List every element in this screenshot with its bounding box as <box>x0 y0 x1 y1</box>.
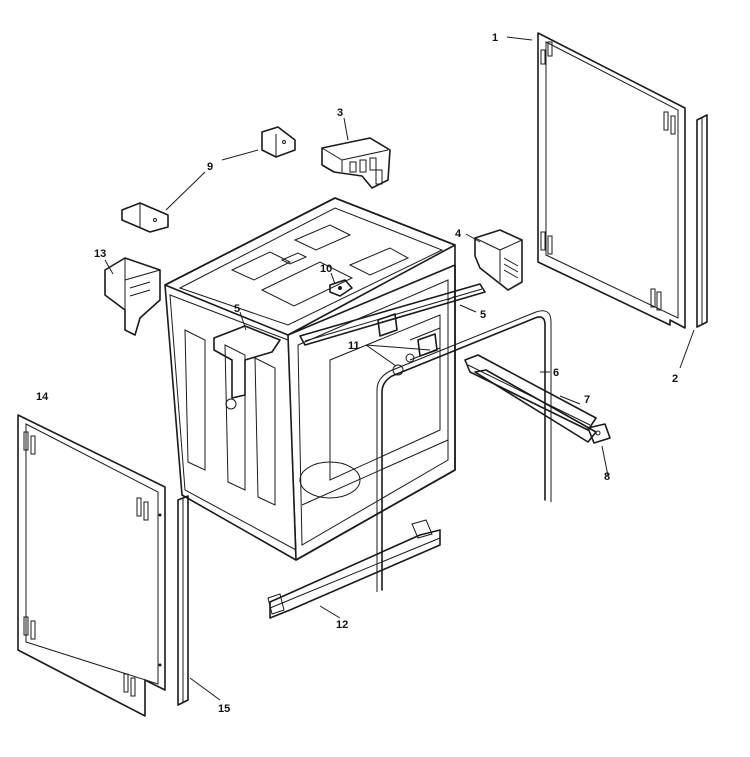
callout-3: 3 <box>337 107 343 119</box>
part-6-door-gasket <box>376 310 552 592</box>
callout-4: 4 <box>455 228 462 240</box>
callout-1: 1 <box>492 32 498 44</box>
part-4-side-control-box <box>474 229 523 291</box>
callout-13: 13 <box>94 248 106 260</box>
callout-12: 12 <box>336 619 348 631</box>
callout-6: 6 <box>553 367 559 379</box>
part-8-arm-clip <box>587 423 611 444</box>
part-14-left-side-panel <box>17 414 166 717</box>
part-15-left-trim-strip <box>177 495 189 706</box>
callout-15: 15 <box>218 703 230 715</box>
callout-14: 14 <box>36 391 49 403</box>
part-13-left-bracket <box>104 257 161 336</box>
leader-lines <box>104 36 695 701</box>
callout-8: 8 <box>604 471 610 483</box>
callout-5-left: 5 <box>234 303 240 315</box>
callout-10: 10 <box>320 263 332 275</box>
part-10-latch-hook <box>329 279 353 297</box>
callout-2: 2 <box>672 373 678 385</box>
callout-9: 9 <box>207 161 213 173</box>
callout-5-right: 5 <box>480 309 486 321</box>
part-12-bottom-bracket <box>267 519 441 619</box>
callout-labels: 1 2 3 4 5 5 6 7 8 9 10 11 12 13 14 15 <box>36 32 678 715</box>
part-1-right-side-panel <box>537 32 686 329</box>
callout-11: 11 <box>348 340 360 352</box>
tub-frame <box>164 197 456 561</box>
part-2-right-trim-strip <box>696 114 708 328</box>
part-3-control-bracket <box>321 137 391 189</box>
part-9-mounting-brackets <box>121 126 296 233</box>
callout-7: 7 <box>584 394 590 406</box>
part-11-hinge-fittings <box>377 313 438 376</box>
part-7-door-arms <box>464 354 597 443</box>
